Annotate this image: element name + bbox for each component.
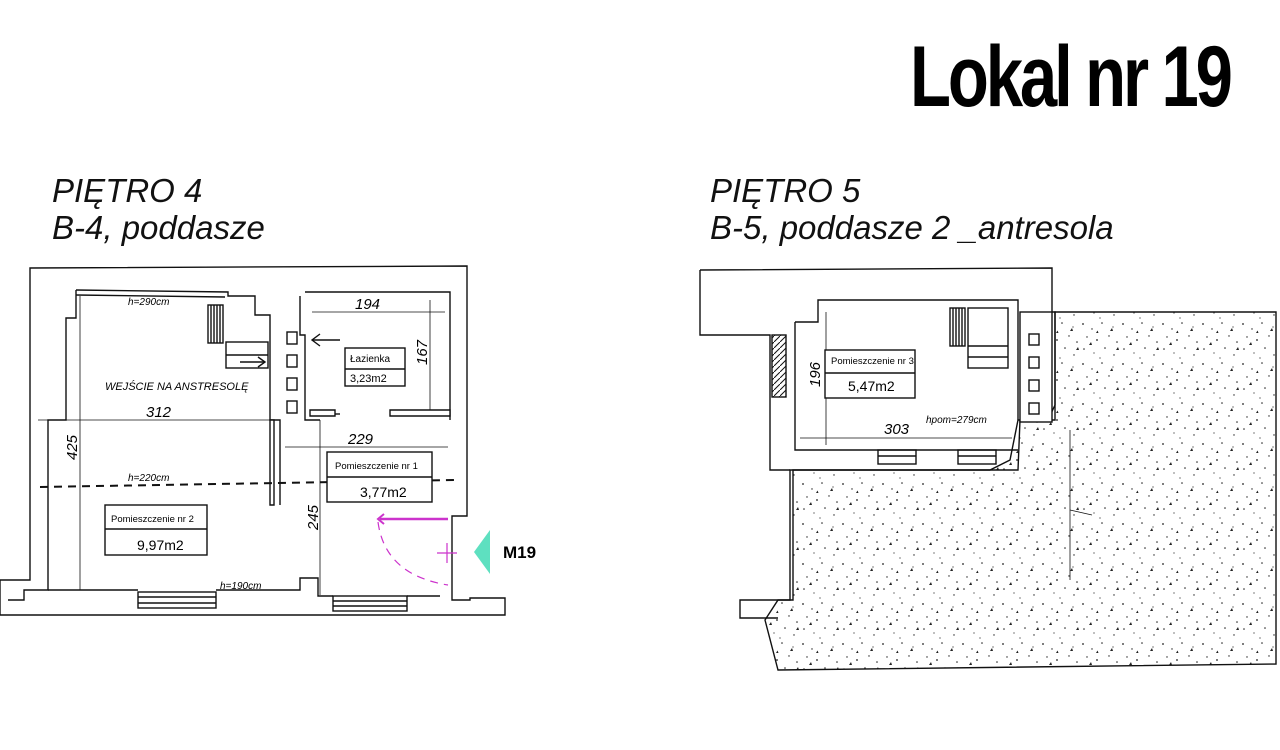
dim-196: 196 — [807, 361, 824, 387]
room-bathroom-name: Łazienka — [350, 354, 390, 365]
dim-167: 167 — [414, 339, 431, 365]
floor-4-label: PIĘTRO 4 — [52, 172, 203, 209]
room-2-name: Pomieszczenie nr 2 — [111, 514, 194, 525]
marker-arrow-icon — [474, 530, 490, 574]
room-1-name: Pomieszczenie nr 1 — [335, 461, 418, 472]
dim-312: 312 — [146, 404, 172, 421]
page-title: Lokal nr 19 — [910, 29, 1233, 125]
room-bathroom-area: 3,23m2 — [350, 373, 387, 385]
room-3-name: Pomieszczenie nr 3 — [831, 356, 914, 367]
floor-4-heading: PIĘTRO 4 B-4, poddasze — [52, 172, 265, 246]
room-3-area: 5,47m2 — [848, 378, 895, 394]
floor-4-subtitle: B-4, poddasze — [52, 209, 265, 246]
room-2-area: 9,97m2 — [137, 537, 184, 553]
height-bottom-label: h=190cm — [220, 581, 261, 592]
dim-303: 303 — [884, 421, 910, 438]
dim-229: 229 — [347, 431, 374, 448]
floor-5-heading: PIĘTRO 5 B-5, poddasze 2 _antresola — [710, 172, 1114, 246]
dim-425: 425 — [64, 434, 81, 460]
dim-194: 194 — [355, 296, 380, 313]
floor-4-outer-wall — [0, 265, 506, 616]
room-1-area: 3,77m2 — [360, 484, 407, 500]
floor-5-plan — [699, 267, 1277, 671]
height-top-label: h=290cm — [128, 297, 169, 308]
floor-4-marker — [474, 530, 490, 574]
entrance-label: WEJŚCIE NA ANSTRESOLĘ — [105, 380, 249, 393]
height-middle-label: h=220cm — [128, 473, 169, 484]
height-label-floor-5: hpom=279cm — [926, 415, 987, 426]
floor-4-plan — [0, 265, 506, 616]
marker-label: M19 — [503, 543, 536, 562]
floor-5-subtitle: B-5, poddasze 2 _antresola — [710, 209, 1114, 246]
floor-4-door — [376, 513, 457, 586]
dim-245: 245 — [305, 504, 322, 531]
floor-5-label: PIĘTRO 5 — [710, 172, 861, 209]
